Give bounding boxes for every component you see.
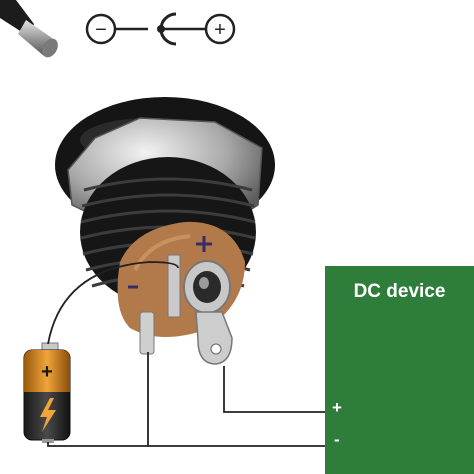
- positive-wire-to-device: [223, 366, 336, 413]
- wires: [47, 261, 336, 447]
- dc-device-panel: [325, 266, 474, 474]
- device-negative-terminal-label: -: [334, 430, 340, 449]
- positive-sign: +: [214, 19, 226, 41]
- polarity-symbol: − +: [85, 12, 236, 46]
- battery-plus-sign: +: [41, 361, 53, 383]
- dc-barrel-jack-icon: [55, 97, 275, 365]
- device-positive-terminal-label: +: [332, 398, 342, 417]
- dc-barrel-plug-icon: [0, 0, 58, 58]
- battery-icon: +: [23, 342, 71, 443]
- negative-wire-to-device: [47, 442, 336, 447]
- negative-sign: −: [95, 19, 107, 41]
- dc-device-title: DC device: [353, 281, 446, 302]
- lightning-bolt-icon: [40, 398, 56, 432]
- positive-wire-battery-to-sleeve: [47, 261, 179, 345]
